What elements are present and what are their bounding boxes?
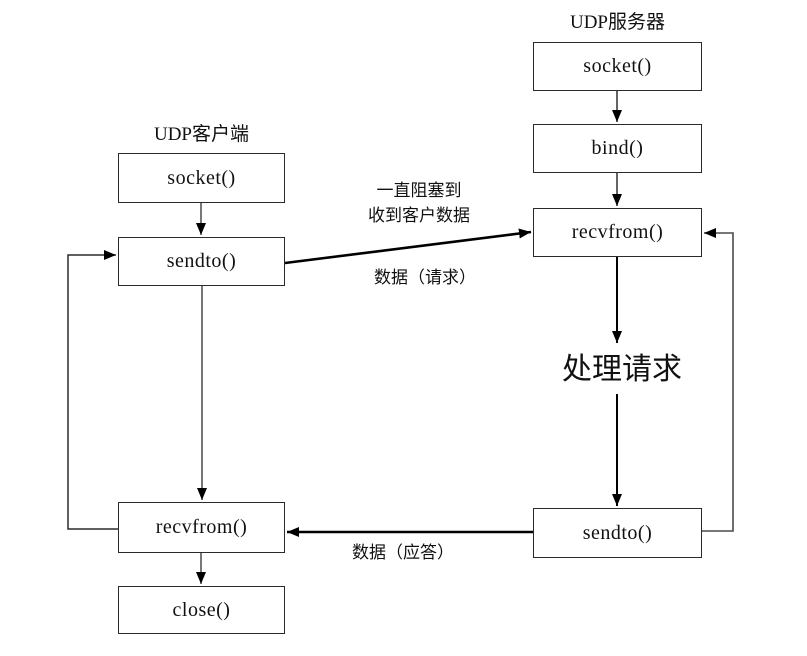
request-data-label: 数据（请求） <box>374 268 476 287</box>
server-sendto-box: sendto() <box>533 508 702 558</box>
arrow-server-loop-sendto-to-recvfrom <box>702 228 734 532</box>
client-sendto-box: sendto() <box>118 237 285 286</box>
reply-data-label: 数据（应答） <box>352 543 454 562</box>
arrow-client-loop-recvfrom-to-sendto <box>67 250 118 530</box>
server-bind-box: bind() <box>533 124 702 173</box>
process-request-label: 处理请求 <box>562 353 682 386</box>
server-column-title: UDP服务器 <box>569 12 665 33</box>
client-close-box: close() <box>118 586 285 634</box>
server-recvfrom-box: recvfrom() <box>533 208 702 257</box>
blocking-note-label: 一直阻塞到 收到客户数据 <box>368 181 470 225</box>
client-recvfrom-box: recvfrom() <box>118 502 285 553</box>
server-socket-box: socket() <box>533 42 702 91</box>
client-socket-box: socket() <box>118 153 285 203</box>
arrow-request-sendto-to-recvfrom <box>284 228 532 265</box>
client-column-title: UDP客户端 <box>153 124 249 145</box>
